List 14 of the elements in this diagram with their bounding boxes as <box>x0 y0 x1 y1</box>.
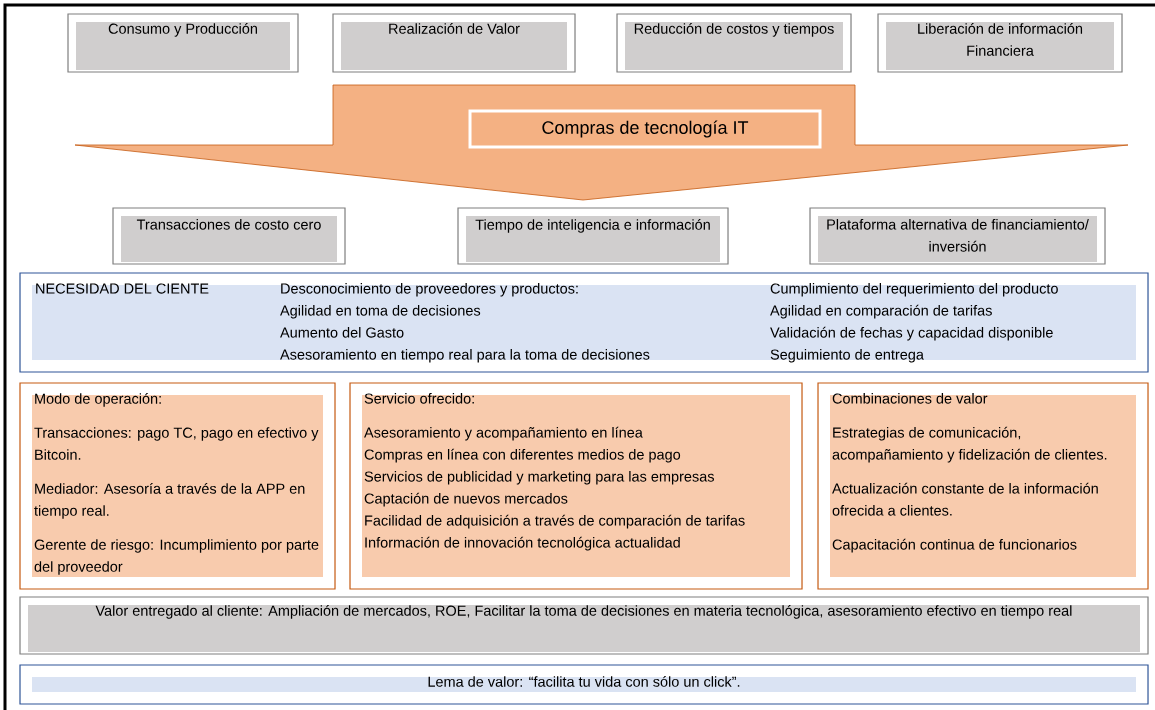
label-box: Transacciones de costo cero <box>112 207 346 265</box>
info-panel: Combinaciones de valor Estrategias de comunicación, acompañamiento y fidelización de clientes. Actualización constante de la información ofrecida a clientes. Capacitación continua de funcionarios <box>817 382 1149 590</box>
info-panel: Servicio ofrecido: Asesoramiento y acompañamiento en línea Compras en línea con diferentes medios de pago Servicios de publicidad y marketing para las empresas Captación de nuevos mercados Facilidad de adquisición a través de comparación de tarifas Información de innovación tecnológica actualidad <box>349 382 803 590</box>
needs-panel: NECESIDAD DEL CIENTE Desconocimiento de proveedores y productos: Agilidad en toma de decisiones Aumento del Gasto Asesoramiento en tiempo real para la toma de decisiones Cumplimiento del requerimiento del producto Agilidad en comparación de tarifas Validación de fechas y capacidad disponible Seguimiento de entrega <box>19 272 1149 373</box>
title-box: Compras de tecnología IT <box>468 109 822 149</box>
label-box: Realización de Valor <box>332 13 576 73</box>
slogan-banner: Lema de valor: “facilita tu vida con sólo un click”. <box>19 664 1149 705</box>
label-box: Tiempo de inteligencia e información <box>457 207 729 265</box>
info-panel: Modo de operación: Transacciones: pago TC, pago en efectivo y Bitcoin. Mediador: Asesoría a través de la APP en tiempo real. Gerente de riesgo: Incumplimiento por parte del proveedor <box>19 382 336 590</box>
label-box: Liberación de información Financiera <box>877 13 1123 73</box>
label-box: Reducción de costos y tiempos <box>616 13 852 73</box>
label-box: Consumo y Producción <box>67 13 299 73</box>
label-box: Plataforma alternativa de financiamiento/ inversión <box>809 207 1106 265</box>
value-banner: Valor entregado al cliente: Ampliación de mercados, ROE, Facilitar la toma de decisiones en materia tecnológica, asesoramiento efectivo en tiempo real <box>19 596 1149 655</box>
